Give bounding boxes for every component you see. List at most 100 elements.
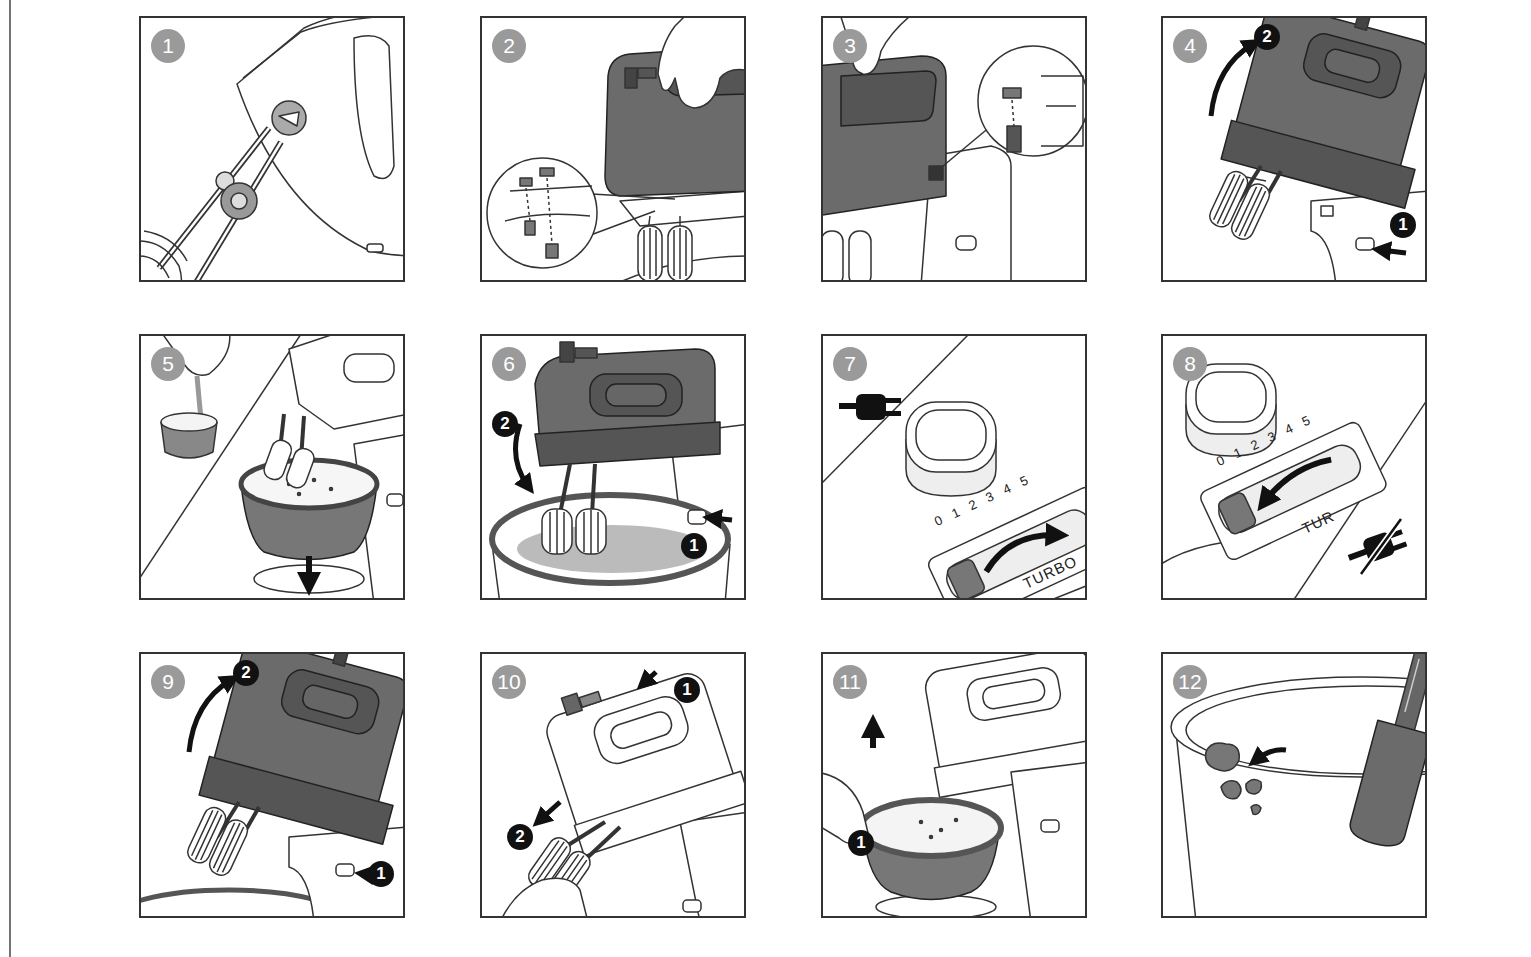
illustration-line xyxy=(870,726,876,748)
illustration-rect xyxy=(1394,652,1427,735)
illustration-rect xyxy=(333,652,349,666)
illustration-rect xyxy=(856,394,886,420)
illustration-line xyxy=(1349,551,1368,558)
illustration-path xyxy=(1041,76,1083,146)
illustration-path xyxy=(139,231,187,282)
callout-number: 2 xyxy=(507,824,533,850)
step-panel: 7 xyxy=(821,334,1087,600)
illustration-line xyxy=(588,827,620,857)
illustration-line xyxy=(159,128,269,268)
step-panel: 6 xyxy=(480,334,746,600)
illustration-line xyxy=(1012,100,1014,126)
illustration-g xyxy=(1347,652,1427,851)
step-panel: 4 xyxy=(1161,16,1427,282)
illustration-line xyxy=(839,403,857,409)
illustration-rect xyxy=(929,166,943,180)
illustration-rect xyxy=(206,817,250,879)
illustration-line xyxy=(1361,519,1401,574)
callout-number: 1 xyxy=(848,830,874,856)
illustration-rect xyxy=(367,244,383,252)
illustration-path xyxy=(1011,762,1087,918)
illustration-rect xyxy=(926,485,1087,600)
illustration-rect xyxy=(965,665,1063,722)
illustration-circle xyxy=(940,829,943,832)
illustration-rect xyxy=(625,68,637,88)
illustration-path xyxy=(1211,44,1253,116)
illustration-g xyxy=(492,342,746,600)
illustration-g xyxy=(1206,16,1427,282)
illustration-rect xyxy=(946,558,987,600)
illustration-path xyxy=(680,812,746,918)
illustration-rect xyxy=(608,709,674,751)
illustration-path xyxy=(550,510,564,554)
illustration-rect xyxy=(1041,820,1059,832)
illustration-line xyxy=(306,556,312,584)
illustration-rect xyxy=(906,402,996,472)
illustration-line xyxy=(9,0,11,957)
illustration-rect xyxy=(1355,16,1371,30)
illustration-circle xyxy=(487,158,597,268)
illustration-rect xyxy=(576,509,606,554)
illustration-line xyxy=(592,194,675,199)
illustration-rect xyxy=(683,900,701,912)
illustration-path xyxy=(821,56,946,216)
illustration-rect xyxy=(916,410,986,460)
illustration-path xyxy=(674,228,686,279)
illustration-line xyxy=(592,464,595,514)
illustration-ellipse xyxy=(492,495,728,583)
illustration-rect xyxy=(885,411,901,416)
illustration-path xyxy=(516,424,529,486)
illustration-g xyxy=(139,652,405,918)
illustration-rect xyxy=(942,505,1087,600)
step-number: 2 xyxy=(492,29,526,63)
illustration-rect xyxy=(1356,238,1374,250)
illustration-line xyxy=(1381,250,1406,253)
illustration-circle xyxy=(330,488,333,491)
illustration-path xyxy=(500,878,588,918)
illustration-rect xyxy=(1323,47,1382,84)
illustration-g xyxy=(261,438,316,491)
illustration-ellipse xyxy=(861,800,1001,856)
illustration-line xyxy=(547,178,552,244)
illustration-rect xyxy=(606,384,666,406)
step-number: 8 xyxy=(1173,347,1207,381)
step-panel: 2 xyxy=(480,16,746,282)
step-panel: 3 xyxy=(821,16,1087,282)
illustration-rect xyxy=(387,494,403,506)
illustration-path xyxy=(1347,720,1427,850)
step-number: 11 xyxy=(833,665,867,699)
illustration-rect xyxy=(638,68,656,78)
callout-number: 1 xyxy=(1390,212,1416,238)
illustration-rect xyxy=(1300,30,1404,101)
callout-number: 2 xyxy=(492,411,518,437)
step-number: 6 xyxy=(492,347,526,381)
illustration-rect xyxy=(688,510,706,524)
illustration-path xyxy=(1256,750,1286,760)
step-panel: 10 xyxy=(480,652,746,918)
step-number: 9 xyxy=(151,665,185,699)
step-number: 12 xyxy=(1173,665,1207,699)
illustration-path xyxy=(841,71,936,126)
illustration-rect xyxy=(344,354,394,382)
illustration-circle xyxy=(221,183,257,219)
illustration-circle xyxy=(298,493,301,496)
illustration-line xyxy=(194,142,281,282)
illustration-rect xyxy=(1392,541,1407,550)
illustration-g xyxy=(1161,364,1427,600)
illustration-rect xyxy=(336,864,354,876)
illustration-rect xyxy=(668,226,692,281)
step-panel: 11 xyxy=(821,652,1087,918)
illustration-path xyxy=(197,376,201,419)
illustration-rect xyxy=(849,231,871,282)
step-panel: 8 xyxy=(1161,334,1427,600)
illustration-rect xyxy=(1196,372,1266,422)
illustration-line xyxy=(1361,519,1401,574)
illustration-g xyxy=(821,334,1087,600)
illustration-rect xyxy=(1003,88,1021,98)
illustration-path xyxy=(1311,191,1427,282)
illustration-g xyxy=(139,334,405,600)
illustration-rect xyxy=(542,509,572,554)
illustration-path xyxy=(354,36,394,179)
